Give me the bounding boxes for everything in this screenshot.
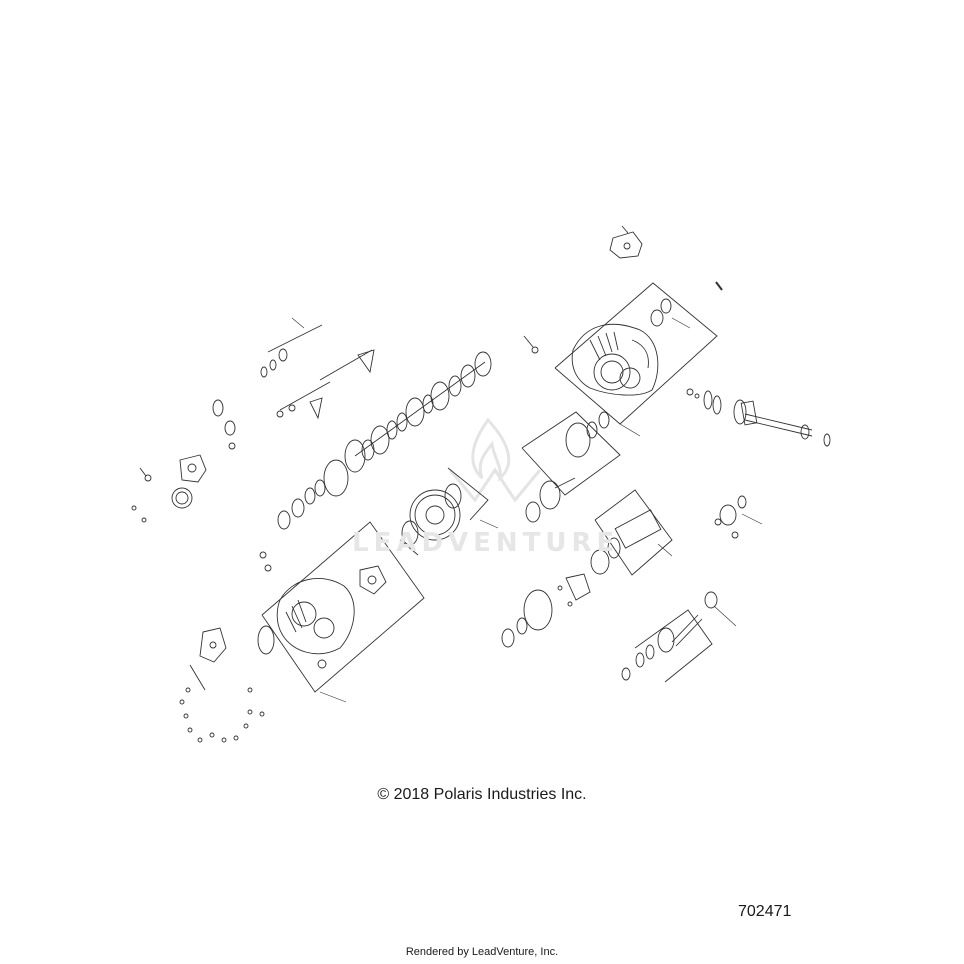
copyright-notice: © 2018 Polaris Industries Inc. [377,786,587,803]
upper-housing-assembly [523,225,831,447]
shift-fork-assembly [131,324,375,523]
rendered-by-footer: Rendered by LeadVenture, Inc. [405,946,559,958]
callout-leaders [291,317,763,703]
watermark-text: LEADVENTURE [352,528,620,558]
middle-gear-stack [277,351,747,683]
watermark-logo [448,417,542,503]
lower-housing-assembly [179,521,425,743]
diagram-id: 702471 [738,903,792,920]
